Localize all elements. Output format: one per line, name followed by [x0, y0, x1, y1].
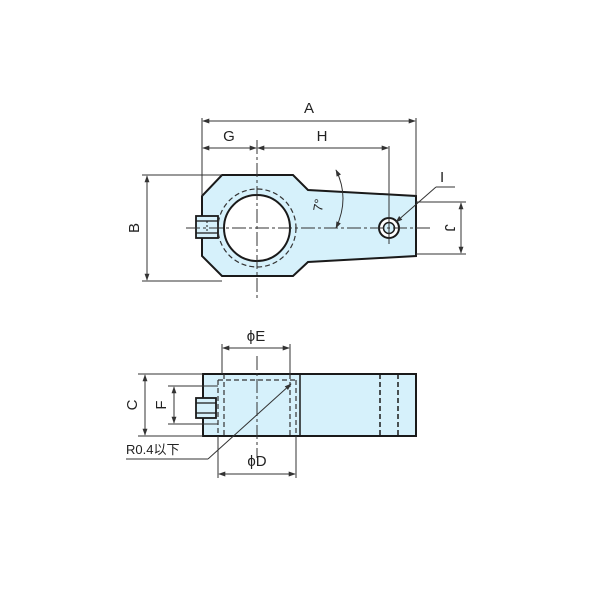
dimension-j: J	[441, 202, 464, 254]
front-view: ϕE C F ϕD R0.4以下	[124, 328, 417, 478]
label-f: F	[153, 400, 170, 409]
label-g: G	[223, 128, 235, 145]
dimension-angle: 7°	[310, 169, 344, 229]
dimension-c: C	[124, 374, 148, 436]
dimension-g: G	[202, 128, 257, 151]
top-view: A G H B J 7° I	[126, 100, 466, 298]
hidden-bore	[217, 374, 297, 436]
label-e: ϕE	[247, 328, 265, 345]
hidden-small-hole	[379, 374, 399, 436]
label-d: ϕD	[247, 453, 266, 470]
label-h: H	[317, 128, 328, 145]
dimension-d: ϕD	[218, 453, 296, 477]
label-b: B	[126, 223, 143, 233]
dimension-f: F	[153, 386, 177, 424]
dimension-b: B	[126, 175, 150, 281]
radius-note: R0.4以下	[126, 383, 292, 460]
front-body-outline	[202, 373, 417, 437]
label-angle: 7°	[310, 198, 327, 213]
dimension-i: I	[395, 169, 455, 223]
label-c: C	[124, 399, 141, 410]
front-set-screw	[195, 397, 217, 419]
label-i: I	[440, 169, 444, 186]
label-radius: R0.4以下	[126, 442, 179, 457]
label-j: J	[441, 224, 458, 232]
label-a: A	[304, 100, 314, 117]
dimension-e: ϕE	[222, 328, 290, 351]
dimension-h: H	[257, 128, 389, 151]
dimension-a: A	[202, 100, 416, 124]
set-screw	[195, 215, 219, 239]
